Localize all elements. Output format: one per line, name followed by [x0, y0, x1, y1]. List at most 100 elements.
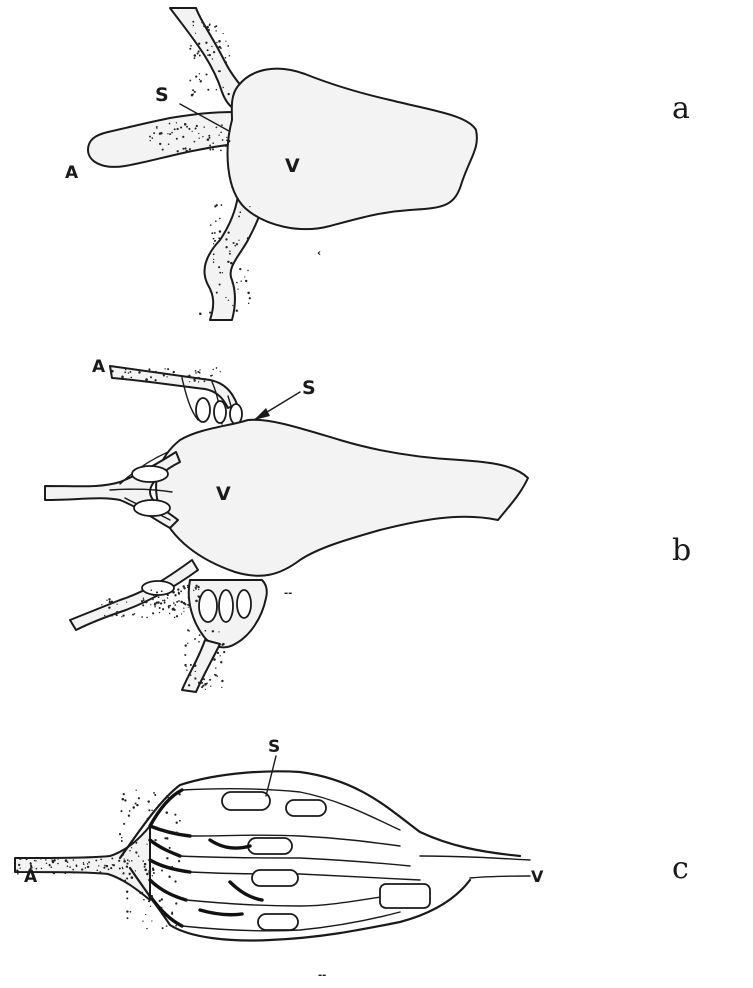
stipple-dot [210, 686, 211, 687]
stipple-dot [108, 606, 110, 608]
stipple-dot [201, 686, 203, 688]
stipple-dot [153, 595, 154, 596]
stipple-dot [41, 868, 43, 870]
stipple-dot [188, 597, 190, 599]
stipple-dot [126, 890, 128, 892]
stipple-dot [162, 927, 164, 929]
stipple-dot [221, 124, 223, 126]
stipple-dot [182, 148, 184, 150]
stipple-dot [164, 602, 166, 604]
stipple-dot [215, 220, 217, 222]
stipple-dot [161, 590, 163, 592]
stipple-dot [131, 847, 132, 848]
stipple-dot [111, 615, 113, 617]
panel-b-lower-loop-2 [219, 590, 233, 622]
stipple-dot [192, 21, 194, 23]
stipple-dot [209, 149, 211, 151]
stipple-dot [124, 799, 126, 801]
panel-c-loop-3 [248, 838, 292, 854]
stipple-dot [223, 651, 225, 653]
stipple-dot [193, 590, 194, 591]
stipple-dot [151, 809, 153, 811]
stipple-dot [198, 596, 201, 599]
stipple-dot [195, 372, 197, 374]
stipple-dot [214, 26, 216, 28]
stipple-dot [206, 26, 209, 29]
stipple-dot [211, 232, 213, 234]
stipple-dot [209, 679, 211, 681]
stipple-dot [150, 860, 152, 862]
stipple-dot [176, 122, 177, 123]
stipple-dot [226, 139, 228, 141]
stipple-dot [189, 80, 191, 82]
stipple-dot [126, 865, 128, 867]
stipple-dot [111, 370, 114, 373]
stipple-dot [176, 832, 178, 834]
stipple-dot [209, 24, 211, 26]
stipple-dot [171, 913, 173, 915]
stipple-dot [101, 604, 102, 605]
stipple-dot [112, 864, 114, 866]
stipple-dot [146, 873, 149, 876]
stipple-dot [166, 811, 169, 814]
stipple-dot [159, 143, 161, 145]
stipple-dot [67, 861, 69, 863]
panel-b-label-vein: V [216, 483, 231, 505]
stipple-dot [17, 873, 19, 875]
panel-b-lower-vessel [182, 640, 220, 692]
stipple-dot [206, 682, 208, 684]
stipple-dot [161, 869, 163, 871]
panel-b: -- A S V b [45, 357, 691, 692]
stipple-dot [209, 145, 211, 147]
stipple-dot [81, 868, 83, 870]
stipple-dot [198, 43, 200, 45]
stipple-dot [19, 868, 20, 869]
stipple-dot [203, 678, 205, 680]
stipple-dot [57, 863, 59, 865]
stipple-dot [220, 655, 221, 656]
panel-c-artery [15, 826, 150, 900]
stipple-dot [184, 147, 186, 149]
panel-a-label-vein: V [285, 155, 300, 177]
stipple-dot [190, 664, 192, 666]
stipple-dot [176, 138, 178, 140]
stipple-dot [183, 611, 184, 612]
stipple-dot [143, 899, 145, 901]
stipple-dot [154, 794, 156, 796]
stipple-dot [207, 49, 209, 51]
stipple-dot [210, 224, 212, 226]
stipple-dot [229, 253, 231, 255]
stipple-dot [194, 141, 196, 143]
stipple-dot [131, 876, 134, 879]
stipple-dot [147, 800, 149, 802]
stipple-dot [146, 928, 147, 929]
panel-c-letter: c [672, 851, 689, 886]
stipple-dot [244, 276, 245, 277]
stipple-dot [138, 797, 140, 799]
stipple-dot [187, 587, 189, 589]
stipple-dot [152, 137, 154, 139]
stipple-dot [122, 798, 125, 801]
stipple-dot [150, 604, 151, 605]
panel-a-label-shunt: S [155, 84, 169, 106]
panel-b-lower-loop-3 [237, 590, 251, 618]
stipple-dot [152, 869, 154, 871]
stipple-dot [218, 135, 219, 136]
stipple-dot [169, 123, 171, 125]
stipple-dot [103, 867, 105, 869]
panel-c-label-artery: A [24, 867, 38, 887]
stipple-dot [247, 292, 250, 295]
stipple-dot [174, 594, 176, 596]
stipple-dot [46, 863, 47, 864]
stipple-dot [225, 57, 227, 59]
stipple-dot [116, 611, 119, 614]
stipple-dot [212, 58, 213, 59]
stipple-dot [123, 823, 125, 825]
stipple-dot [221, 680, 223, 682]
stipple-dot [237, 289, 238, 290]
stipple-dot [19, 857, 22, 860]
stipple-dot [238, 240, 239, 241]
stipple-dot [152, 875, 153, 876]
stipple-dot [220, 150, 222, 152]
